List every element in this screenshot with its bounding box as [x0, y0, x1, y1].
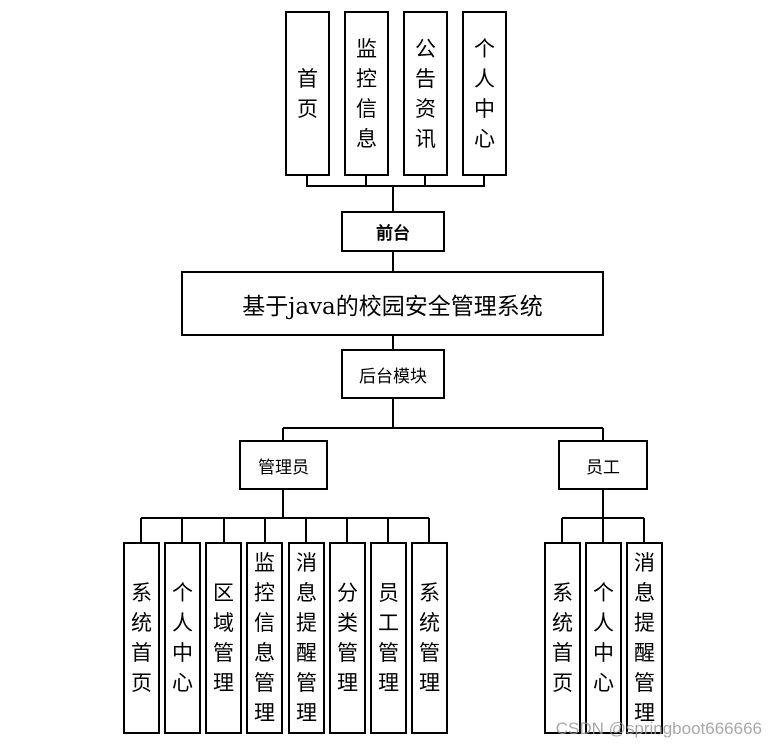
- node-label: 系统首页: [131, 581, 152, 695]
- node-label: 监控信息管理: [254, 551, 275, 725]
- node-personal-center: 个人中心: [462, 11, 507, 176]
- node-admin-item: 区域管理: [205, 542, 242, 734]
- node-label: 公告资讯: [415, 36, 436, 151]
- node-label: 消息提醒管理: [296, 551, 317, 725]
- node-admin-item: 员工管理: [370, 542, 407, 734]
- node-frontend: 前台: [341, 211, 445, 252]
- node-system-title: 基于java的校园安全管理系统: [181, 271, 604, 336]
- node-label: 监控信息: [356, 36, 377, 151]
- node-home: 首页: [285, 11, 330, 176]
- node-label: 个人中心: [474, 36, 495, 151]
- diagram-title: 基于java的校园安全管理系统: [242, 293, 543, 320]
- node-label: 区域管理: [213, 581, 234, 695]
- watermark: CSDN @springboot666666: [555, 719, 762, 738]
- node-label: 前台: [376, 224, 410, 244]
- node-announcements: 公告资讯: [403, 11, 448, 176]
- node-label: 消息提醒管理: [634, 551, 655, 725]
- node-label: 系统管理: [419, 581, 440, 695]
- node-label: 分类管理: [337, 581, 358, 695]
- node-monitor-info: 监控信息: [344, 11, 389, 176]
- node-label: 个人中心: [593, 581, 614, 695]
- node-label: 个人中心: [172, 581, 193, 695]
- node-admin-item: 分类管理: [329, 542, 366, 734]
- node-staff-item: 系统首页: [544, 542, 581, 734]
- node-admin-item: 系统管理: [411, 542, 448, 734]
- node-label: 后台模块: [359, 366, 427, 387]
- node-admin-item: 监控信息管理: [246, 542, 283, 734]
- node-label: 首页: [297, 66, 318, 121]
- node-backend: 后台模块: [341, 349, 445, 399]
- node-admin: 管理员: [239, 440, 328, 490]
- node-admin-item: 个人中心: [164, 542, 201, 734]
- node-admin-item: 系统首页: [123, 542, 160, 734]
- node-label: 员工管理: [378, 581, 399, 695]
- node-staff-item: 个人中心: [585, 542, 622, 734]
- node-label: 员工: [586, 457, 620, 478]
- node-label: 系统首页: [552, 581, 573, 695]
- node-staff: 员工: [558, 440, 648, 490]
- node-label: 管理员: [258, 457, 309, 478]
- node-admin-item: 消息提醒管理: [288, 542, 325, 734]
- node-staff-item: 消息提醒管理: [626, 542, 663, 734]
